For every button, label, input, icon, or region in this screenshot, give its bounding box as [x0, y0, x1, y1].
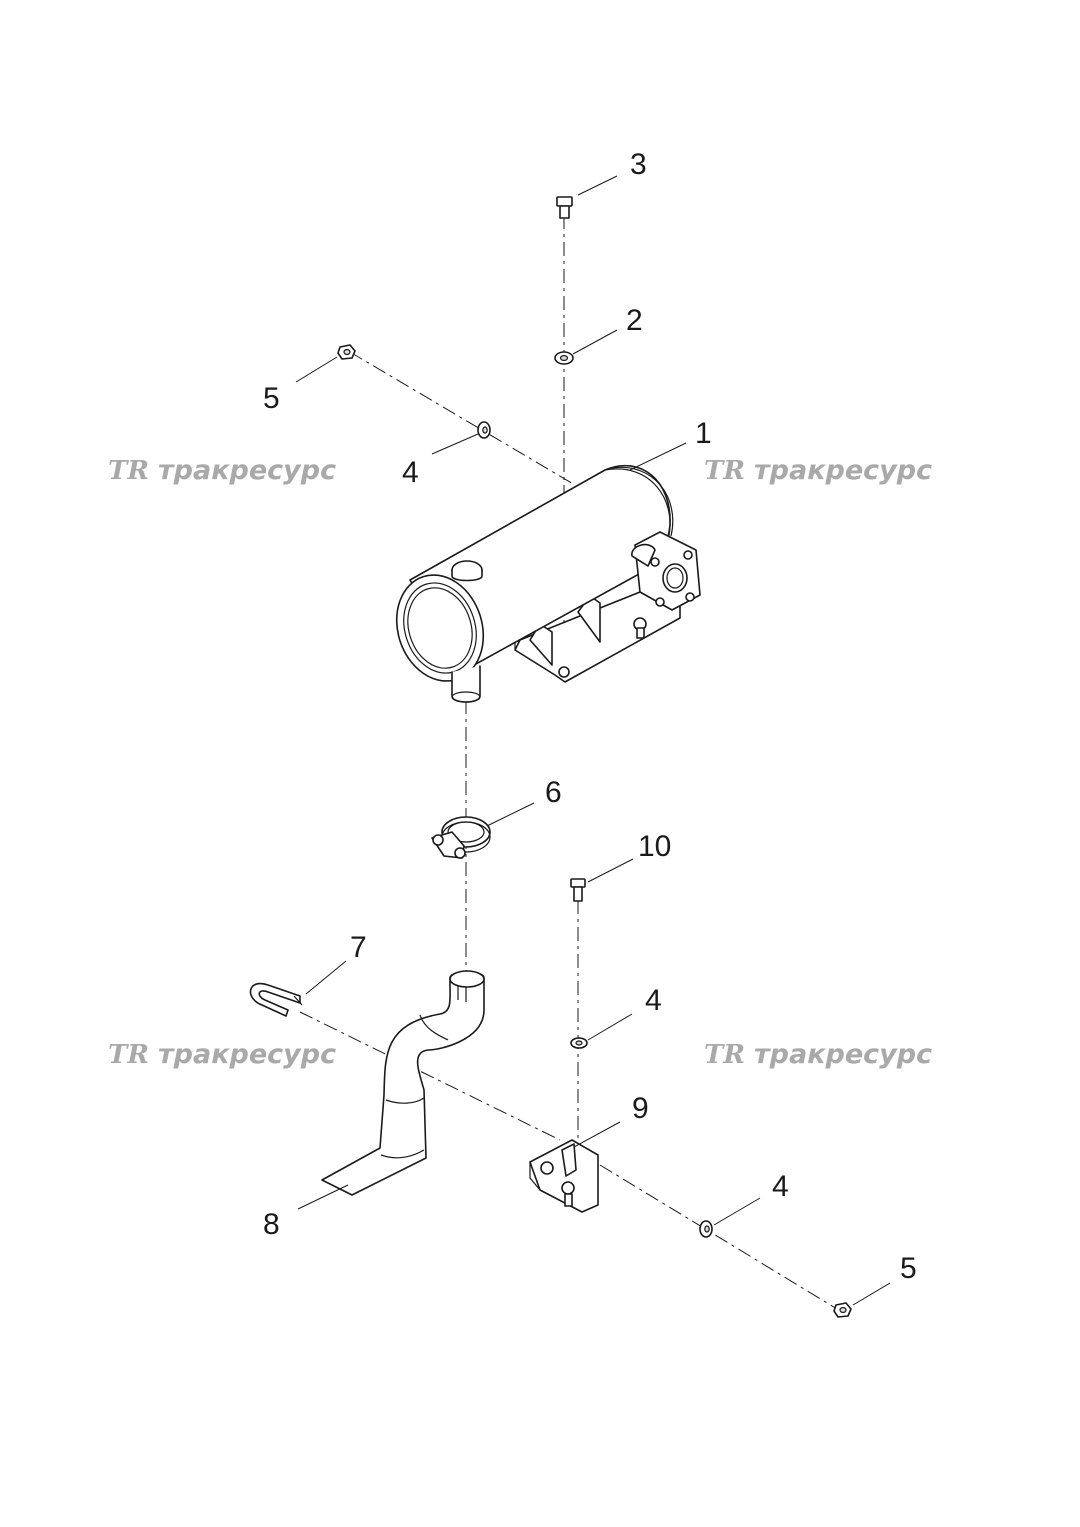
callout-4-mid: 4 — [645, 984, 662, 1017]
callout-5-top: 5 — [263, 382, 280, 415]
callout-6: 6 — [545, 776, 562, 809]
callout-4-top: 4 — [402, 456, 419, 489]
watermark-bottom-right: TR тракресурс — [704, 1039, 932, 1070]
part-washer-4-top — [477, 421, 491, 439]
callout-7: 7 — [350, 931, 367, 964]
part-muffler-1 — [395, 464, 701, 703]
part-u-bolt-7 — [249, 982, 303, 1017]
leader-lines — [295, 175, 891, 1306]
part-washer-4-mid — [570, 1037, 588, 1049]
watermark-text: тракресурс — [754, 455, 932, 486]
part-bolt-3 — [556, 196, 573, 219]
part-bracket-9 — [529, 1139, 599, 1213]
callout-2: 2 — [626, 304, 643, 337]
part-washer-4-low — [699, 1220, 713, 1238]
callout-labels: 3 2 5 4 1 6 10 7 4 9 4 8 5 — [263, 148, 917, 1285]
part-clamp-6 — [431, 816, 491, 859]
part-exhaust-pipe-8 — [321, 970, 485, 1196]
callout-9: 9 — [632, 1092, 649, 1125]
callout-1: 1 — [695, 417, 712, 450]
part-nut-5-top — [337, 344, 356, 360]
part-washer-2 — [554, 351, 574, 365]
callout-10: 10 — [638, 830, 671, 863]
watermark-logo: TR — [108, 1040, 149, 1070]
watermark-logo: TR — [108, 456, 149, 486]
axis-diagonal-top — [349, 351, 576, 486]
watermark-text: тракресурс — [754, 1039, 932, 1070]
axis-diagonal-low-left — [299, 1011, 561, 1141]
part-nut-5-low — [833, 1302, 852, 1318]
callout-4-low: 4 — [772, 1170, 789, 1203]
watermark-text: тракресурс — [158, 1039, 336, 1070]
assembly-axes — [299, 215, 843, 1313]
watermark-bottom-left: TR тракресурс — [108, 1039, 336, 1070]
watermark-top-right: TR тракресурс — [704, 455, 932, 486]
part-bolt-10 — [570, 878, 586, 902]
watermark-logo: TR — [704, 1040, 745, 1070]
callout-5-low: 5 — [900, 1252, 917, 1285]
callout-8: 8 — [263, 1208, 280, 1241]
callout-3: 3 — [630, 148, 647, 181]
watermark-logo: TR — [704, 456, 745, 486]
watermark-top-left: TR тракресурс — [108, 455, 336, 486]
axis-diagonal-low-right — [599, 1164, 843, 1313]
watermark-text: тракресурс — [158, 455, 336, 486]
